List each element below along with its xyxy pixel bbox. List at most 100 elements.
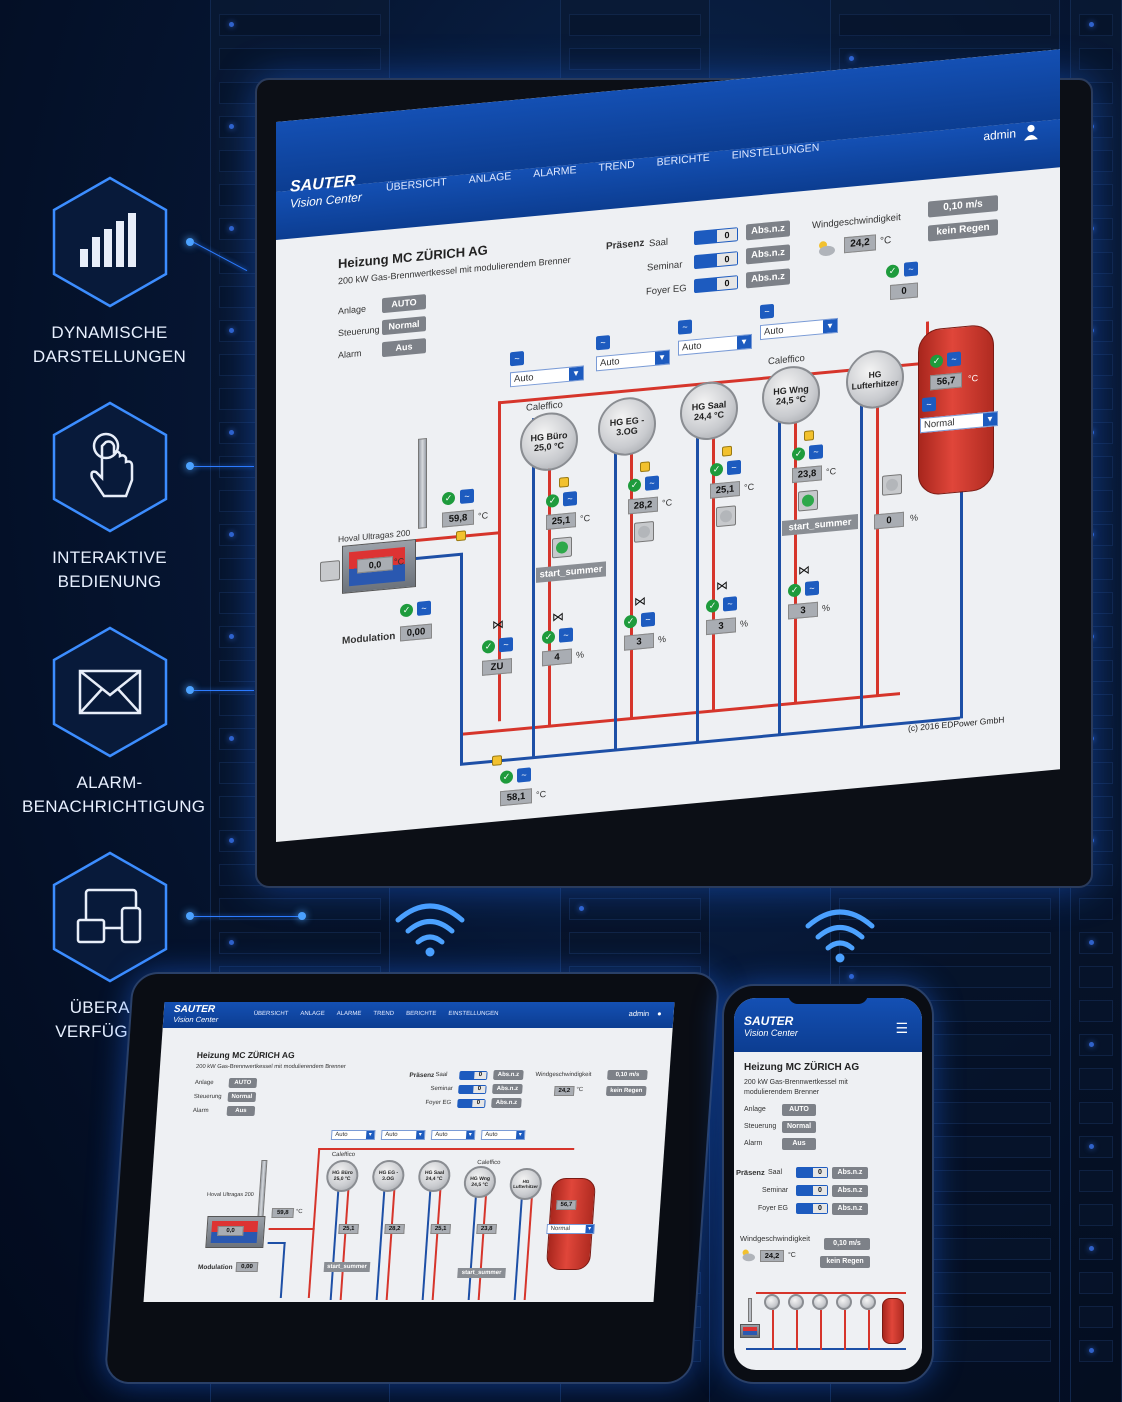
circulation-pump[interactable]	[882, 473, 902, 496]
presence-toggle[interactable]: 0	[694, 251, 738, 270]
trend-icon[interactable]: ~	[510, 350, 524, 367]
rack-led	[229, 634, 234, 639]
circuit-gauge[interactable]: HG Lufterhitzer	[846, 347, 904, 412]
circulation-pump[interactable]	[716, 505, 736, 528]
trend-icon[interactable]: ~	[641, 611, 655, 628]
nav-plant[interactable]: ANLAGE	[300, 1011, 325, 1017]
trend-icon[interactable]: ~	[563, 491, 577, 507]
mode-select[interactable]: Auto▾	[430, 1130, 476, 1140]
trend-icon[interactable]: ~	[460, 488, 474, 504]
mixing-valve-icon[interactable]: ⋈	[492, 616, 504, 632]
circuit-gauge[interactable]	[860, 1294, 876, 1310]
trend-icon[interactable]: ~	[678, 319, 692, 335]
circuit-gauge[interactable]: HG Lufterhitzer	[508, 1168, 543, 1200]
trend-icon[interactable]: ~	[947, 351, 961, 367]
presence-toggle[interactable]: 0	[796, 1167, 828, 1178]
trend-icon[interactable]: ~	[559, 627, 573, 643]
status-plant-value[interactable]: AUTO	[782, 1104, 816, 1116]
status-control-value[interactable]: Normal	[382, 316, 426, 336]
trend-icon[interactable]: ~	[809, 444, 823, 460]
status-plant-value[interactable]: AUTO	[228, 1078, 258, 1088]
circulation-pump[interactable]	[798, 489, 818, 512]
trend-icon[interactable]: ~	[499, 637, 513, 653]
mode-select[interactable]: Auto▾	[480, 1130, 526, 1140]
supply-pipe	[756, 1292, 906, 1294]
user-menu[interactable]: admin●	[628, 1009, 662, 1018]
trend-icon[interactable]: ~	[596, 335, 610, 351]
nav-trend[interactable]: TREND	[373, 1011, 395, 1017]
boiler[interactable]: 0,0	[342, 539, 416, 594]
trend-icon[interactable]: ~	[922, 396, 936, 413]
trend-icon[interactable]: ~	[904, 261, 918, 277]
hamburger-menu-icon[interactable]: ☰	[895, 1020, 908, 1036]
buffer-tank[interactable]	[882, 1298, 904, 1344]
circuit-gauge[interactable]	[812, 1294, 828, 1310]
mode-select[interactable]: Auto▾	[596, 349, 670, 372]
trend-icon[interactable]: ~	[723, 596, 737, 612]
chimney	[748, 1298, 752, 1322]
circuit-gauge[interactable]: HG EG - 3.OG	[598, 394, 656, 459]
trend-icon[interactable]: ~	[645, 475, 659, 491]
mode-select[interactable]: Auto▾	[678, 333, 752, 356]
presence-toggle[interactable]: 0	[457, 1099, 486, 1108]
supply-pipe	[318, 1148, 575, 1150]
mixing-valve-icon[interactable]: ⋈	[798, 562, 810, 578]
mixing-valve-icon[interactable]: ⋈	[552, 609, 564, 625]
mode-select[interactable]: Auto▾	[510, 365, 584, 388]
presence-state: Abs.n.z	[493, 1070, 524, 1080]
trend-icon[interactable]: ~	[760, 303, 774, 320]
hand-touch-icon	[89, 432, 133, 498]
status-alarm-value[interactable]: Aus	[782, 1138, 816, 1150]
pump-mode-button[interactable]: start_summer	[536, 561, 606, 583]
tank-mode-select[interactable]: Normal▾	[546, 1224, 595, 1234]
circuit-gauge[interactable]	[836, 1294, 852, 1310]
circulation-pump[interactable]	[634, 520, 654, 543]
circuit-gauge[interactable]: HG EG - 3.OG	[371, 1160, 406, 1192]
status-plant-value[interactable]: AUTO	[382, 294, 426, 314]
nav-reports[interactable]: BERICHTE	[405, 1011, 437, 1017]
status-control-value[interactable]: Normal	[782, 1121, 816, 1133]
nav-overview[interactable]: ÜBERSICHT	[253, 1011, 289, 1017]
supply-pipe	[876, 386, 879, 697]
mode-select[interactable]: Auto▾	[380, 1130, 426, 1140]
circuit-gauge[interactable]	[764, 1294, 780, 1310]
nav-alarms[interactable]: ALARME	[336, 1011, 362, 1017]
pump-mode-button[interactable]: start_summer	[457, 1268, 506, 1278]
user-icon	[1024, 124, 1038, 141]
status-alarm-value[interactable]: Aus	[382, 338, 426, 358]
circulation-pump[interactable]	[552, 536, 572, 559]
boiler[interactable]: 0,0	[205, 1216, 266, 1248]
user-menu[interactable]: admin	[983, 123, 1038, 144]
presence-toggle[interactable]: 0	[458, 1085, 487, 1094]
boiler[interactable]	[740, 1324, 760, 1338]
mixing-valve-icon[interactable]: ⋈	[716, 578, 728, 594]
rack-slot	[839, 898, 1051, 920]
page-subtitle: 200 kW Gas-Brennwertkessel mit moduliere…	[744, 1079, 848, 1096]
presence-toggle[interactable]: 0	[694, 275, 738, 294]
trend-icon[interactable]: ~	[727, 459, 741, 476]
status-control-value[interactable]: Normal	[227, 1092, 257, 1102]
check-icon: ✓	[710, 462, 723, 477]
rack-led	[229, 124, 234, 129]
pump-mode-button[interactable]: start_summer	[323, 1262, 371, 1272]
mixing-valve-icon[interactable]: ⋈	[634, 593, 646, 609]
trend-icon[interactable]: ~	[805, 580, 819, 596]
trend-icon[interactable]: ~	[517, 767, 531, 783]
circuit-temp: 23,8	[476, 1224, 497, 1234]
mode-select[interactable]: Auto▾	[330, 1130, 376, 1140]
status-alarm-value[interactable]: Aus	[226, 1106, 256, 1116]
presence-toggle[interactable]: 0	[796, 1203, 828, 1214]
trend-icon[interactable]: ~	[417, 600, 431, 616]
circuit-gauge[interactable]	[788, 1294, 804, 1310]
mode-select[interactable]: Auto▾	[760, 317, 838, 341]
presence-toggle[interactable]: 0	[796, 1185, 828, 1196]
presence-toggle[interactable]: 0	[459, 1071, 488, 1080]
nav-settings[interactable]: EINSTELLUNGEN	[448, 1011, 499, 1017]
presence-toggle[interactable]: 0	[694, 227, 738, 246]
